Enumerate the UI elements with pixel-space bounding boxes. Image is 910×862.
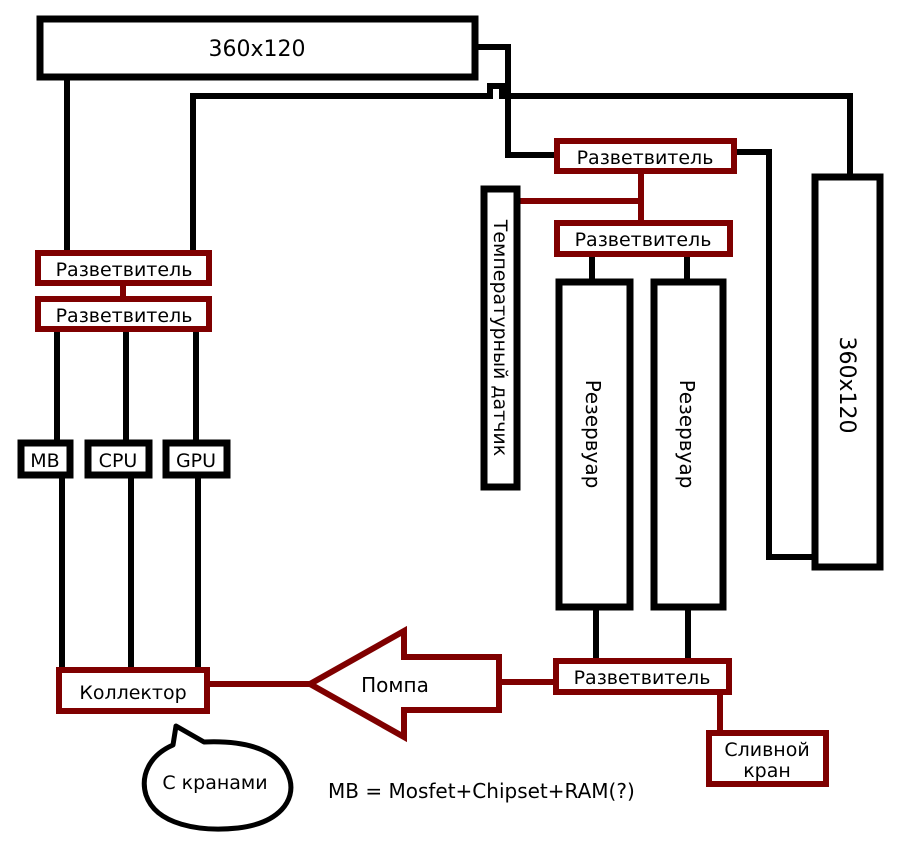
splitter-right-top-label: Разветвитель: [577, 147, 714, 169]
callout-bubble: С кранами: [141, 723, 294, 832]
drain-valve-label-line2: кран: [743, 760, 791, 782]
block-gpu-label: GPU: [176, 450, 216, 472]
tube-return-to-left-splitter: [190, 83, 853, 253]
speech-bubble-icon: [141, 723, 294, 832]
reservoir-1-label: Резервуар: [581, 380, 605, 489]
drain-valve-label-line1: Сливной: [724, 739, 809, 761]
reservoir-1: Резервуар: [555, 278, 634, 611]
block-cpu-label: CPU: [99, 450, 138, 472]
radiator-right: 360x120: [811, 173, 884, 571]
temperature-sensor-label: Температурный датчик: [489, 219, 511, 457]
reservoir-2-label: Резервуар: [675, 380, 699, 489]
radiator-right-label: 360x120: [834, 336, 859, 433]
block-mb: MB: [17, 439, 74, 479]
splitter-right-mid-label: Разветвитель: [575, 229, 712, 251]
temperature-sensor: Температурный датчик: [480, 185, 521, 491]
splitter-bottom: Разветвитель: [553, 658, 732, 695]
black-tubing: [54, 44, 853, 668]
pump-arrow-icon: [303, 625, 502, 743]
splitter-left-1: Разветвитель: [35, 250, 212, 286]
collector-label: Коллектор: [79, 682, 186, 704]
callout-label: С кранами: [162, 772, 267, 794]
drain-valve: Сливной кран: [706, 730, 829, 787]
splitter-left-2-label: Разветвитель: [56, 305, 193, 327]
block-cpu: CPU: [84, 439, 153, 479]
splitter-bottom-label: Разветвитель: [574, 667, 711, 689]
radiator-top: 360x120: [36, 15, 479, 81]
collector: Коллектор: [56, 667, 210, 714]
splitter-left-2: Разветвитель: [35, 296, 212, 332]
block-gpu: GPU: [162, 439, 231, 479]
tube-splitter-to-radiator-right: [735, 149, 813, 560]
pump-label: Помпа: [361, 673, 429, 697]
splitter-left-1-label: Разветвитель: [56, 259, 193, 281]
splitter-right-top: Разветвитель: [554, 138, 737, 174]
splitter-right-mid: Разветвитель: [554, 220, 733, 257]
radiator-top-label: 360x120: [208, 37, 305, 62]
block-mb-label: MB: [30, 450, 59, 472]
red-connections: [120, 172, 723, 735]
pump: Помпа: [303, 625, 502, 743]
reservoir-2: Резервуар: [650, 278, 727, 611]
tube-radiator-top-to-right-splitter: [477, 44, 556, 158]
legend-note: MB = Mosfet+Chipset+RAM(?): [328, 779, 635, 803]
